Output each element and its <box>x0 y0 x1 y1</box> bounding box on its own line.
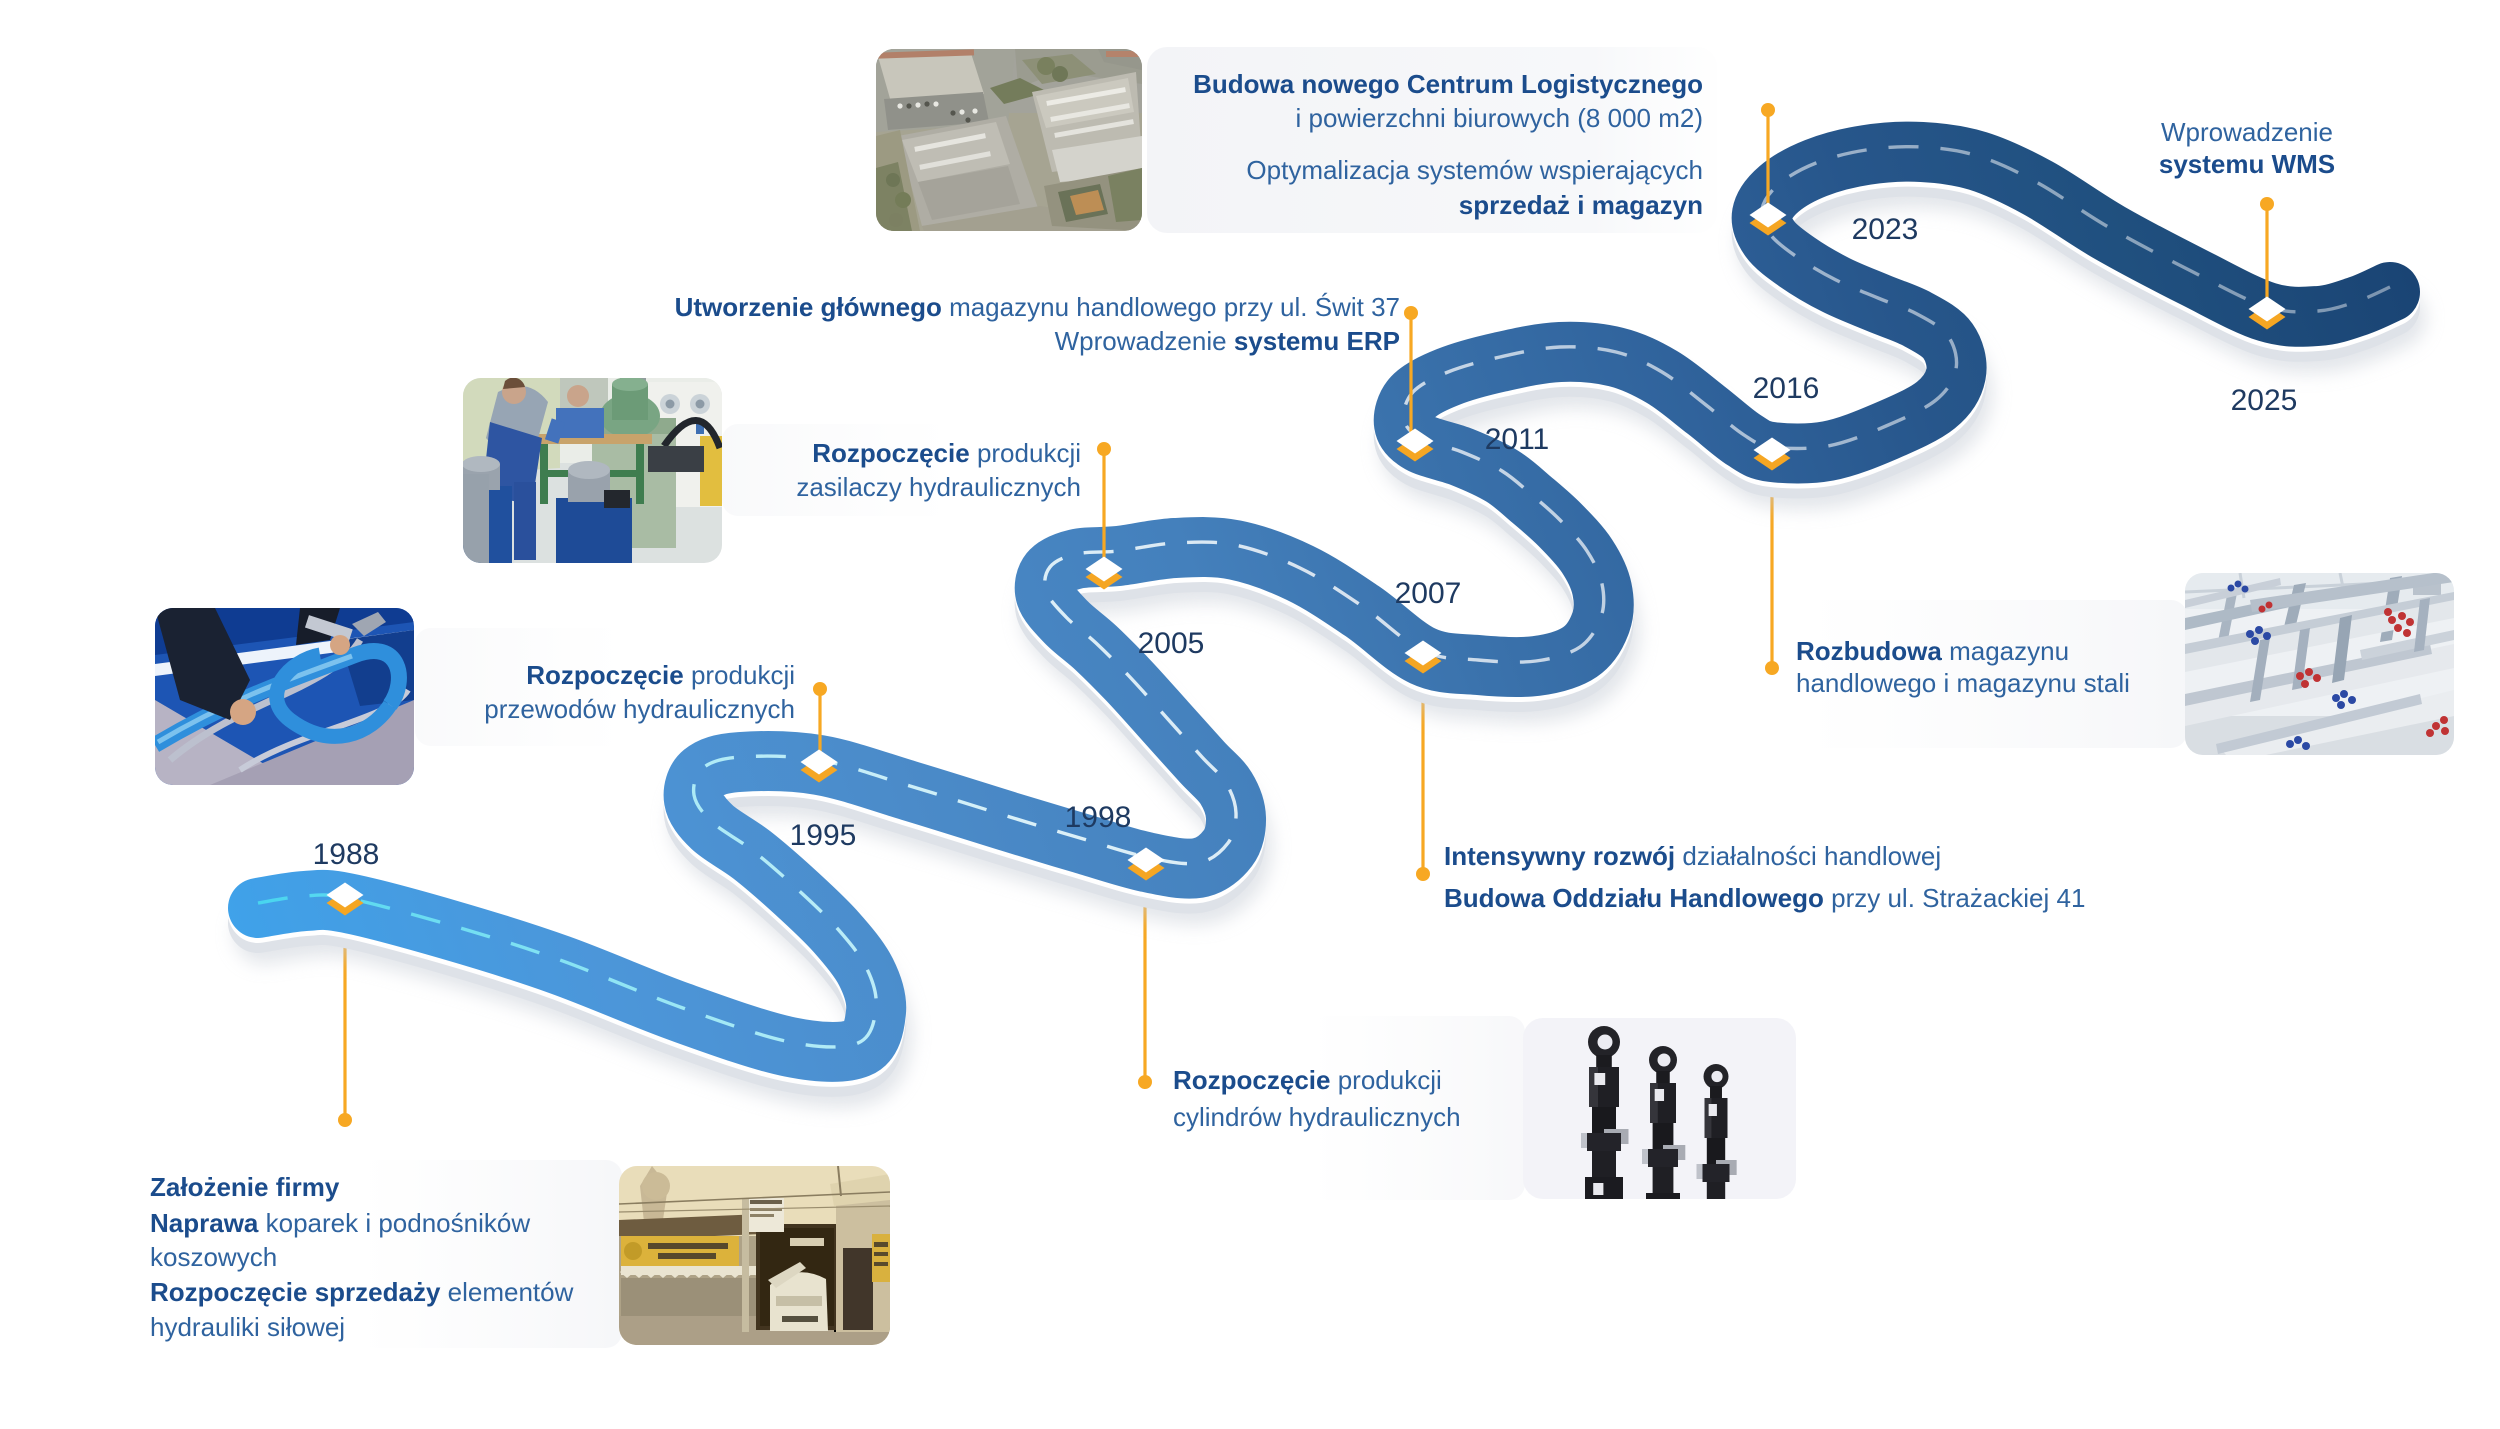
svg-text:1998: 1998 <box>1065 801 1132 834</box>
svg-text:2011: 2011 <box>1485 423 1550 456</box>
svg-text:handlowego i magazynu stali: handlowego i magazynu stali <box>1796 668 2130 698</box>
svg-text:Wprowadzenie systemu ERP: Wprowadzenie systemu ERP <box>1055 326 1400 356</box>
svg-text:Rozpoczęcie produkcji: Rozpoczęcie produkcji <box>526 660 795 690</box>
svg-text:hydrauliki siłowej: hydrauliki siłowej <box>150 1312 345 1342</box>
svg-text:sprzedaż i magazyn: sprzedaż i magazyn <box>1459 190 1703 220</box>
svg-text:Założenie firmy: Założenie firmy <box>150 1172 340 1202</box>
svg-text:cylindrów hydraulicznych: cylindrów hydraulicznych <box>1173 1102 1461 1132</box>
svg-text:zasilaczy hydraulicznych: zasilaczy hydraulicznych <box>796 472 1081 502</box>
svg-text:2016: 2016 <box>1753 372 1820 405</box>
svg-text:Rozpoczęcie produkcji: Rozpoczęcie produkcji <box>1173 1065 1442 1095</box>
svg-text:1988: 1988 <box>313 838 380 871</box>
svg-text:2007: 2007 <box>1395 577 1462 610</box>
svg-text:2023: 2023 <box>1852 213 1919 246</box>
svg-text:Rozpoczęcie produkcji: Rozpoczęcie produkcji <box>812 438 1081 468</box>
svg-text:2025: 2025 <box>2231 384 2298 417</box>
svg-text:Optymalizacja systemów wspiera: Optymalizacja systemów wspierających <box>1246 155 1703 185</box>
svg-text:przewodów hydraulicznych: przewodów hydraulicznych <box>484 694 795 724</box>
svg-text:Budowa nowego Centrum Logistyc: Budowa nowego Centrum Logistycznego <box>1193 69 1703 99</box>
svg-text:Budowa Oddziału Handlowego prz: Budowa Oddziału Handlowego przy ul. Stra… <box>1444 883 2085 913</box>
svg-text:Utworzenie głównego magazynu h: Utworzenie głównego magazynu handlowego … <box>675 292 1400 322</box>
svg-text:systemu WMS: systemu WMS <box>2159 149 2335 179</box>
svg-text:1995: 1995 <box>790 819 857 852</box>
svg-text:Rozpoczęcie sprzedaży elementó: Rozpoczęcie sprzedaży elementów <box>150 1277 574 1307</box>
svg-text:koszowych: koszowych <box>150 1242 277 1272</box>
svg-text:Intensywny rozwój działalności: Intensywny rozwój działalności handlowej <box>1444 841 1941 871</box>
svg-text:i powierzchni biurowych (8 000: i powierzchni biurowych (8 000 m2) <box>1295 103 1703 133</box>
svg-text:2005: 2005 <box>1138 627 1205 660</box>
svg-text:Wprowadzenie: Wprowadzenie <box>2161 117 2333 147</box>
svg-text:Rozbudowa magazynu: Rozbudowa magazynu <box>1796 636 2069 666</box>
svg-text:Naprawa koparek i podnośników: Naprawa koparek i podnośników <box>150 1208 530 1238</box>
